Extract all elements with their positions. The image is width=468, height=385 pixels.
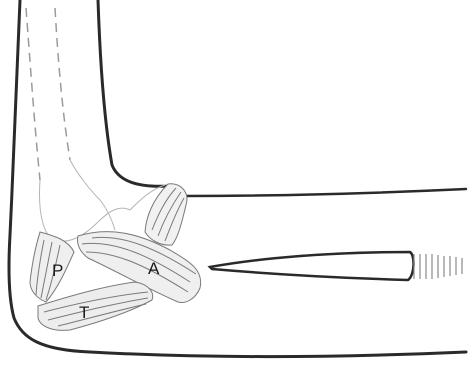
label-t: T xyxy=(79,304,89,321)
label-a: A xyxy=(148,260,159,277)
forearm-outline xyxy=(183,189,466,280)
distal-tendon-hatching xyxy=(414,254,462,279)
label-p: P xyxy=(52,262,63,279)
anterior-band-top xyxy=(145,184,187,245)
humerus-dashed-outline xyxy=(26,8,70,180)
